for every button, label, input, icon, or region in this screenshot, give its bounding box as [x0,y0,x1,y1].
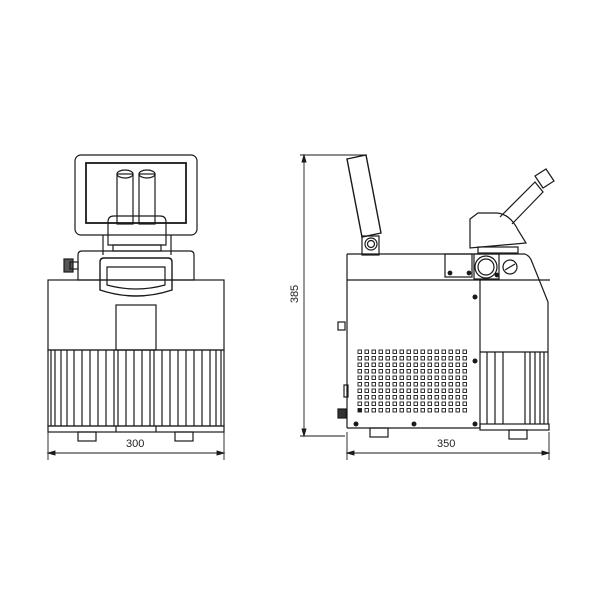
width-dimension-line [46,432,226,460]
front-cooling-fins [47,349,225,427]
front-body [47,279,225,351]
control-panel [77,250,195,297]
side-monitor [346,154,382,256]
vent-grid [357,349,467,413]
height-dimension-label: 385 [289,284,302,304]
side-screws [353,294,478,427]
side-knob [63,258,79,273]
binocular-head [102,169,172,255]
side-cooling-fins [480,350,549,424]
side-view [300,153,555,460]
depth-dimension-line [345,432,551,460]
front-view [46,154,226,460]
depth-dimension-label: 350 [437,438,456,450]
side-base [347,423,550,440]
side-panel-controls [444,253,518,280]
height-dimension-line [300,153,366,438]
side-connectors [337,321,349,419]
front-base [47,425,225,442]
width-dimension-label: 300 [126,438,145,450]
monitor [74,154,198,236]
side-upper-body [346,253,550,428]
side-microscope-head [469,168,555,254]
